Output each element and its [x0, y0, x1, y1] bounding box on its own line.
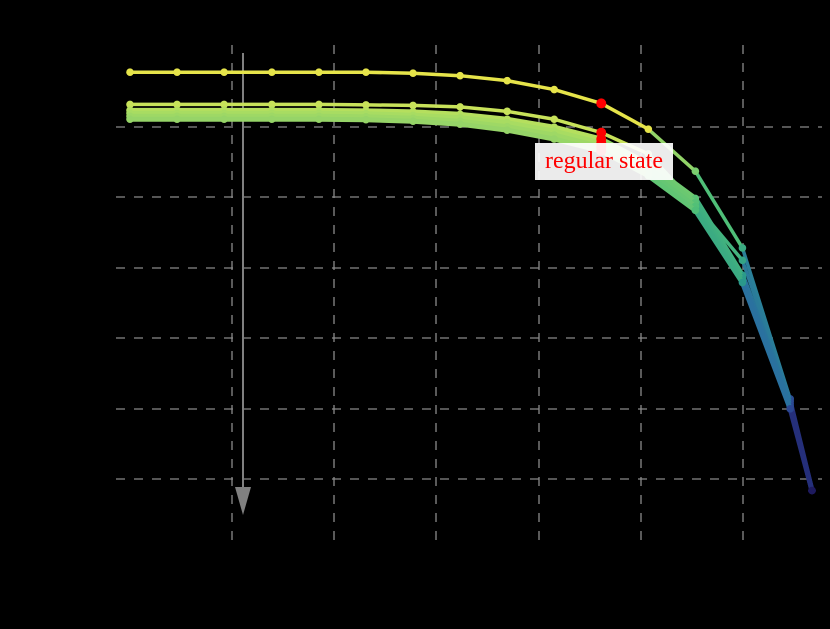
- regular-state-annotation: regular state: [535, 143, 673, 180]
- arrow: [235, 53, 251, 515]
- series-lines: [126, 68, 816, 495]
